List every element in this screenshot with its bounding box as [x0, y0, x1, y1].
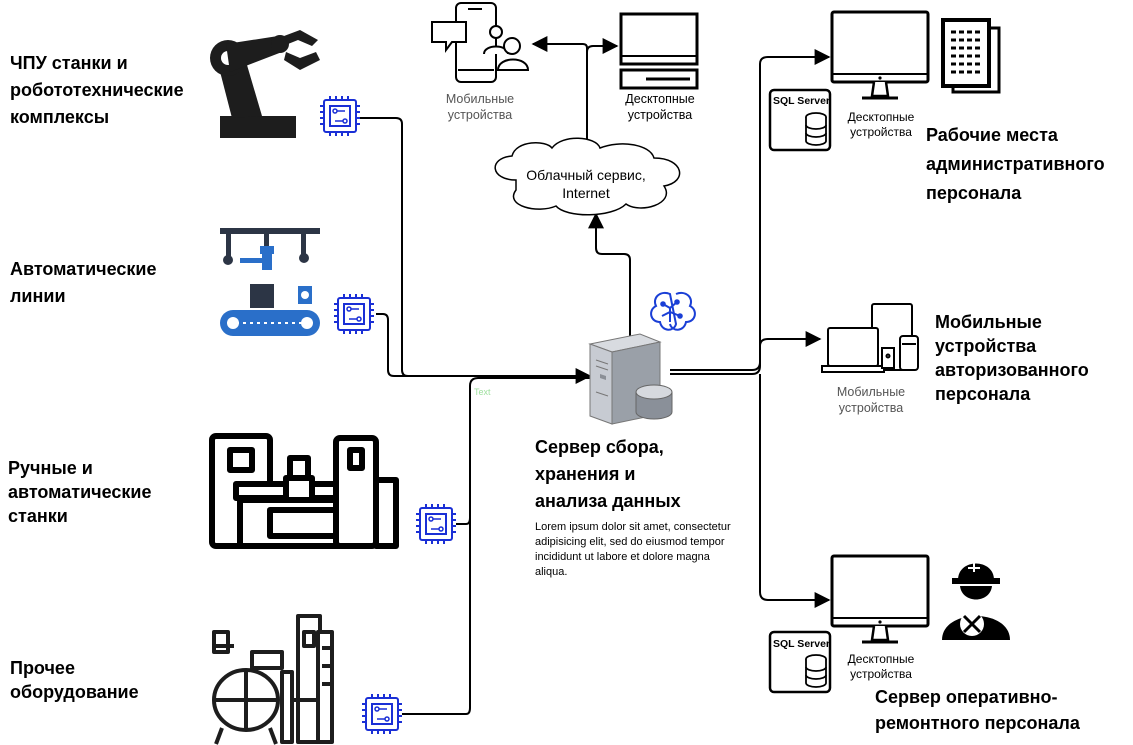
sql-server-badge: SQL Server: [773, 95, 831, 107]
top-mobile-label: Мобильные устройства: [445, 92, 515, 122]
source-other-label: Прочее оборудование: [10, 658, 139, 702]
cloud-icon: [494, 137, 681, 216]
chip-icon: [415, 503, 457, 545]
document-icon: [941, 18, 1001, 94]
source-cnc-label: ЧПУ станки и робототехнические комплексы: [10, 53, 184, 127]
desktop-icon: [830, 554, 930, 644]
repair-title: Сервер оперативно- ремонтного персонала: [875, 687, 1080, 733]
admin-title: Рабочие места административного персонал…: [926, 125, 1105, 203]
repair-worker-icon: [942, 558, 1010, 640]
auth-mobile-title: Мобильные устройства авторизованного пер…: [935, 312, 1089, 404]
chip-icon: [319, 95, 361, 137]
top-desktop-label: Десктопные устройства: [625, 92, 695, 122]
source-lines-label: Автоматические линии: [10, 259, 157, 306]
server-title: Сервер сбора, хранения и анализа данных: [535, 437, 681, 511]
smartphone-users-icon: [431, 2, 530, 83]
desktop-icon: [619, 12, 699, 90]
ai-brain-icon: [650, 292, 696, 331]
cloud-label: Облачный сервис, Internet: [526, 167, 646, 201]
sql-server-badge: SQL Server: [773, 638, 831, 650]
svg-text:Text: Text: [474, 387, 491, 397]
laptop-phone-icon: [821, 303, 919, 373]
admin-desktop-label: Десктопные устройства: [847, 110, 915, 139]
desktop-icon: [830, 10, 930, 100]
repair-desktop-label: Десктопные устройства: [847, 652, 915, 681]
chip-icon: [333, 293, 375, 335]
lathe-machine-icon: [209, 433, 399, 549]
source-machines-label: Ручные и автоматические станки: [8, 458, 152, 526]
connection-lines: [360, 36, 831, 715]
refinery-icon: [212, 614, 334, 745]
server-description: Lorem ipsum dolor sit amet, consectetur …: [535, 521, 731, 578]
server-icon: [588, 333, 673, 425]
conveyor-line-icon: [220, 228, 320, 336]
robot-arm-icon: [210, 30, 320, 138]
chip-icon: [361, 693, 403, 735]
auth-mobile-device-label: Мобильные устройства: [836, 385, 906, 415]
